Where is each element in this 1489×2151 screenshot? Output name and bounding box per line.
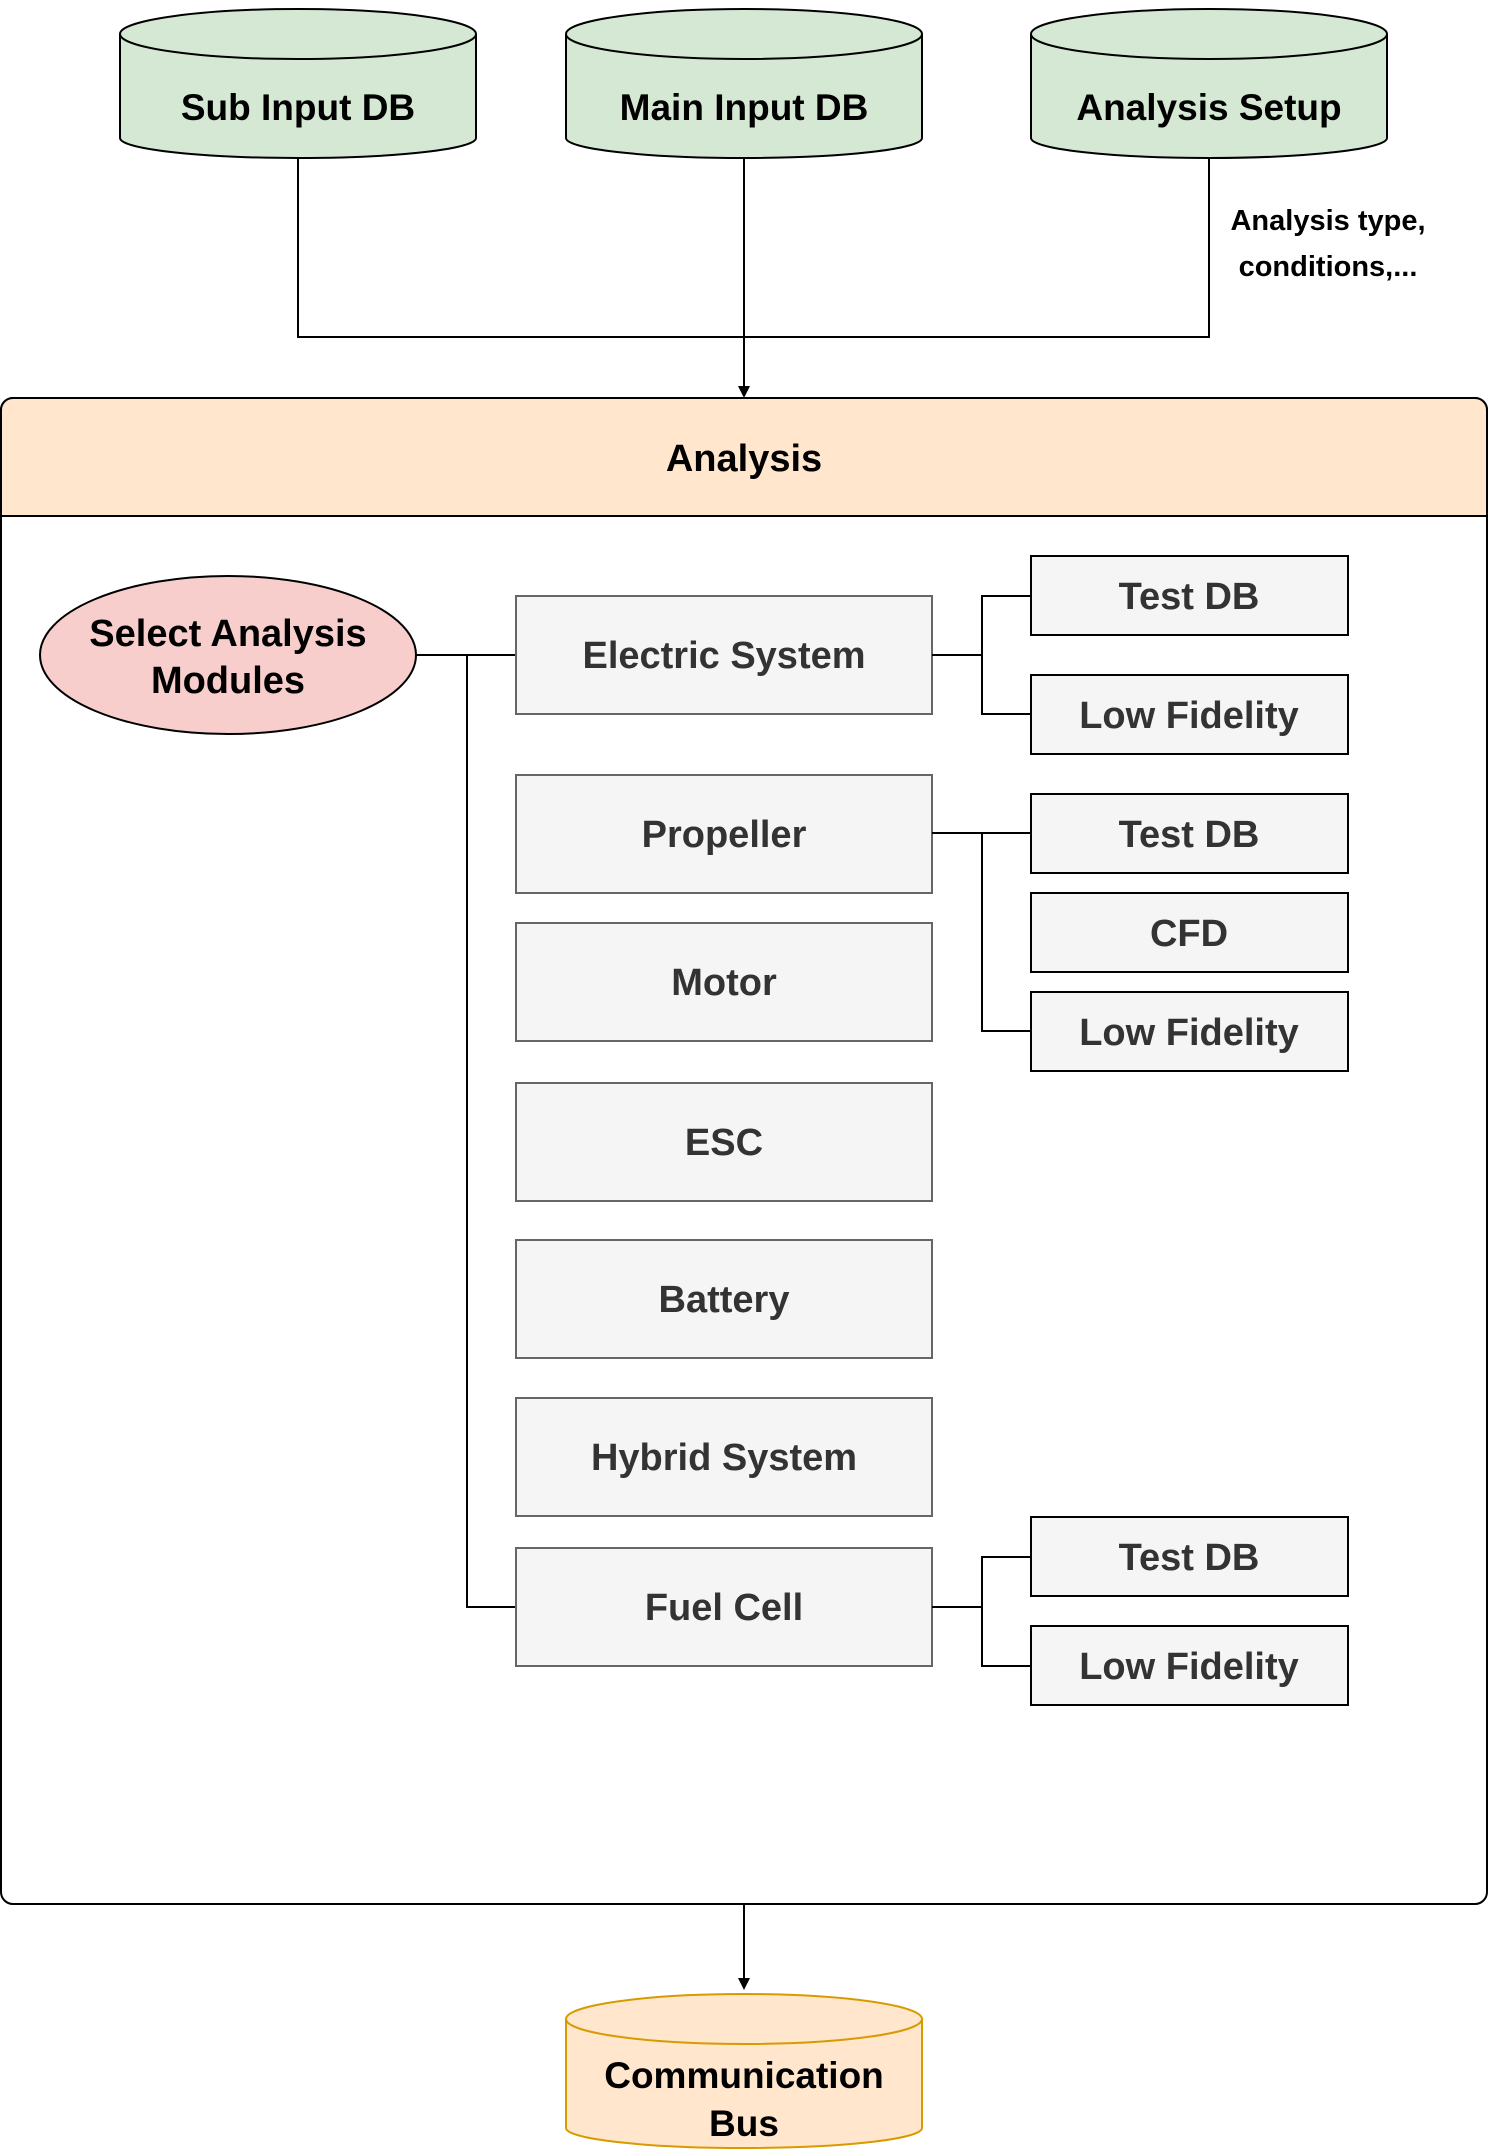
analysis-setup-note-line2: conditions,... (1239, 251, 1418, 283)
analysis-header (0, 397, 1488, 517)
select-analysis-modules: Select Analysis Modules (39, 575, 417, 735)
option-electric-test-db: Test DB (1030, 555, 1349, 636)
option-label: Test DB (1119, 576, 1260, 618)
input-connectors (297, 158, 1210, 398)
module-propeller: Propeller (515, 774, 933, 894)
option-propeller-cfd: CFD (1030, 892, 1349, 973)
module-label: Fuel Cell (645, 1587, 803, 1629)
option-label: Test DB (1119, 814, 1260, 856)
module-label: Motor (671, 962, 777, 1004)
analysis-title: Analysis (666, 438, 822, 480)
analysis-setup-cylinder: Analysis Setup (1030, 8, 1388, 159)
analysis-setup-note-line1: Analysis type, (1230, 205, 1425, 237)
module-electric-system: Electric System (515, 595, 933, 715)
option-label: Low Fidelity (1079, 695, 1299, 737)
module-hybrid-system: Hybrid System (515, 1397, 933, 1517)
module-label: Battery (659, 1279, 790, 1321)
module-battery: Battery (515, 1239, 933, 1359)
module-label: Electric System (582, 635, 865, 677)
main-input-db-label: Main Input DB (620, 87, 869, 128)
option-connectors (932, 595, 1031, 1667)
module-motor: Motor (515, 922, 933, 1042)
select-analysis-modules-line1: Select Analysis (89, 613, 366, 655)
module-fuel-cell: Fuel Cell (515, 1547, 933, 1667)
option-label: Test DB (1119, 1537, 1260, 1579)
communication-bus-line2: Bus (709, 2103, 779, 2144)
option-propeller-test-db: Test DB (1030, 793, 1349, 874)
option-propeller-low-fidelity: Low Fidelity (1030, 991, 1349, 1072)
option-fuel-cell-test-db: Test DB (1030, 1516, 1349, 1597)
option-fuel-cell-low-fidelity: Low Fidelity (1030, 1625, 1349, 1706)
option-label: CFD (1150, 913, 1228, 955)
sub-input-db-label: Sub Input DB (181, 87, 415, 128)
communication-bus-line1: Communication (604, 2055, 884, 2096)
module-esc: ESC (515, 1082, 933, 1202)
select-analysis-modules-line2: Modules (151, 660, 305, 702)
module-label: Propeller (642, 814, 807, 856)
option-label: Low Fidelity (1079, 1012, 1299, 1054)
analysis-setup-label: Analysis Setup (1076, 87, 1341, 128)
communication-bus-cylinder: Communication Bus (565, 1993, 923, 2149)
module-label: ESC (685, 1122, 763, 1164)
module-tree-connectors (416, 654, 516, 1608)
main-input-db-cylinder: Main Input DB (565, 8, 923, 159)
option-label: Low Fidelity (1079, 1646, 1299, 1688)
option-electric-low-fidelity: Low Fidelity (1030, 674, 1349, 755)
module-label: Hybrid System (591, 1437, 857, 1479)
sub-input-db-cylinder: Sub Input DB (119, 8, 477, 159)
